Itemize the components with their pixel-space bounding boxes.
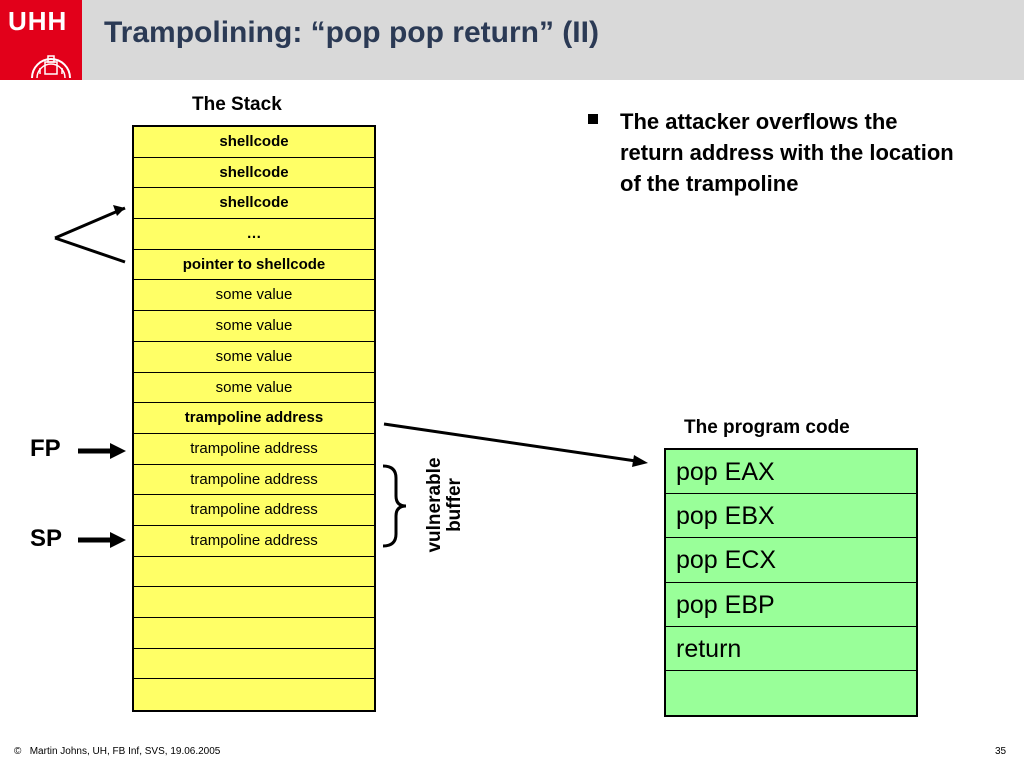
stack-cell: some value <box>134 342 374 373</box>
sp-label: SP <box>30 525 63 552</box>
stack-cell: shellcode <box>134 188 374 220</box>
stack-cell <box>134 587 374 618</box>
stack-cell: some value <box>134 311 374 342</box>
stack-cell: some value <box>134 280 374 312</box>
stack-cell: trampoline address <box>134 434 374 465</box>
chevron-arrow-icon <box>54 205 126 264</box>
stack-cell <box>134 618 374 649</box>
stack-cell: shellcode <box>134 158 374 189</box>
stack-cell <box>134 557 374 588</box>
code-line: pop ECX <box>666 538 916 583</box>
logo-text: UHH <box>8 6 68 36</box>
code-line: return <box>666 627 916 671</box>
stack-cell: some value <box>134 373 374 404</box>
stack-cell: trampoline address <box>134 495 374 526</box>
fp-arrow-icon <box>78 443 126 459</box>
footer-text: Martin Johns, UH, FB Inf, SVS, 19.06.200… <box>29 746 221 757</box>
copyright-symbol: © <box>14 746 22 757</box>
footer: © Martin Johns, UH, FB Inf, SVS, 19.06.2… <box>14 746 220 757</box>
hamburg-seal-icon <box>31 55 71 78</box>
stack-caption: The Stack <box>192 94 282 115</box>
brace-icon <box>382 464 407 548</box>
bullet-square-icon <box>588 114 598 124</box>
stack-cell: trampoline address <box>134 403 374 434</box>
stack-cell: … <box>134 219 374 250</box>
trampoline-arrow-icon <box>383 422 648 467</box>
code-line: pop EBP <box>666 583 916 627</box>
fp-label: FP <box>30 435 61 462</box>
stack-cell: shellcode <box>134 127 374 158</box>
program-code-caption: The program code <box>684 417 850 438</box>
uhh-logo: UHH <box>0 0 82 80</box>
sp-arrow-icon <box>78 532 126 548</box>
stack-cell <box>134 649 374 680</box>
code-line: pop EAX <box>666 450 916 495</box>
stack-cell: trampoline address <box>134 465 374 496</box>
stack-cell: trampoline address <box>134 526 374 557</box>
header-bar: UHH Trampolining: “pop pop return” (II) <box>0 0 1024 80</box>
stack-cell: pointer to shellcode <box>134 250 374 281</box>
bullet-text: The attacker overflows the return addres… <box>620 109 954 196</box>
slide-title: Trampolining: “pop pop return” (II) <box>104 16 599 49</box>
code-line: pop EBX <box>666 494 916 539</box>
page-number: 35 <box>995 746 1007 757</box>
